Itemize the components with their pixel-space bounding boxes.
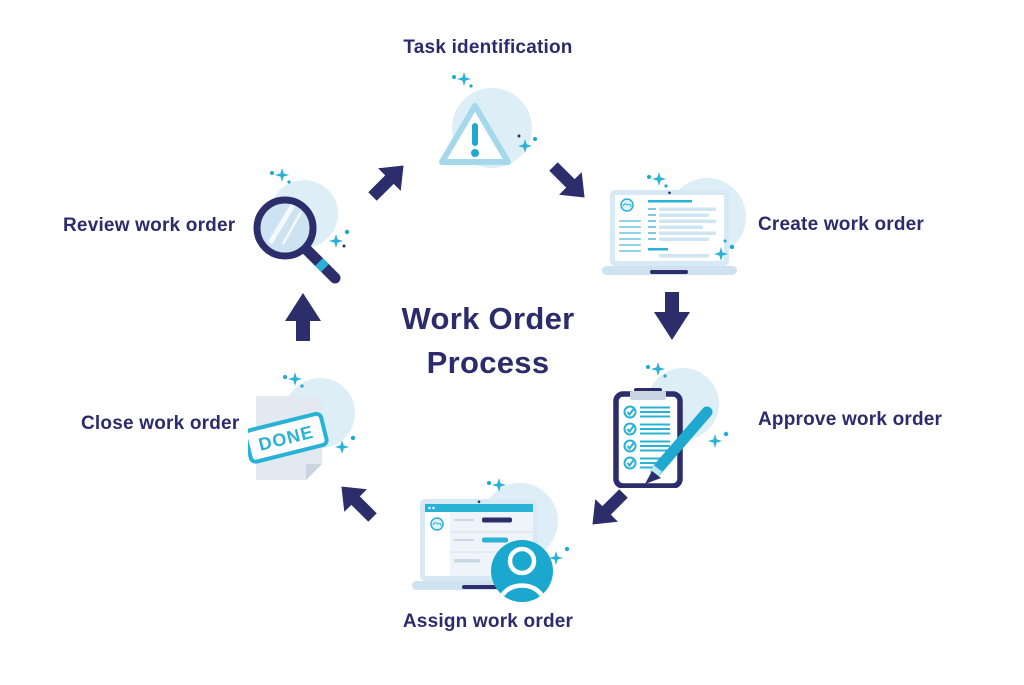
- laptop-form-icon: [602, 190, 737, 275]
- laptop-user-icon: [412, 499, 553, 602]
- arrow-close-to-review-icon: [285, 293, 321, 341]
- create-work-order-icon-group: [600, 172, 746, 282]
- arrow-create-to-approve-icon: [654, 292, 690, 340]
- sparkle-icon: [270, 168, 291, 184]
- step-label-close-work-order: Close work order: [81, 413, 240, 434]
- review-work-order-icon-group: [246, 168, 366, 290]
- arrow-approve-to-assign-icon: [586, 489, 630, 526]
- task-identification-icon-group: [435, 72, 545, 173]
- approve-work-order-icon-group: [612, 362, 734, 490]
- clipboard-checklist-icon: [613, 388, 713, 488]
- arrow-sw-icon: [592, 489, 628, 525]
- arrow-se-icon: [549, 162, 585, 198]
- sparkle-icon: [708, 431, 729, 448]
- step-label-task-identification: Task identification: [403, 37, 573, 58]
- close-work-order-icon-group: DONE: [246, 370, 380, 490]
- sparkle-icon: [487, 478, 506, 492]
- arrow-task-to-create-icon: [547, 162, 591, 199]
- arrow-assign-to-close-icon: [335, 485, 379, 522]
- sparkle-icon: [647, 172, 668, 188]
- sparkle-icon: [283, 372, 304, 388]
- sparkle-icon: [329, 229, 350, 248]
- magnifier-icon: [253, 196, 341, 284]
- diagram-title-line-2: Process: [426, 345, 550, 380]
- sparkle-icon: [452, 72, 473, 88]
- sparkle-icon: [714, 239, 735, 261]
- arrow-ne-icon: [368, 165, 404, 201]
- sparkle-icon: [517, 134, 537, 153]
- arrow-nw-icon: [341, 486, 377, 522]
- assign-work-order-icon-group: [405, 478, 570, 606]
- arrow-up-icon: [285, 293, 321, 341]
- sparkle-icon: [549, 546, 570, 565]
- diagram-title-line-1: Work Order: [401, 301, 575, 336]
- diagram-title: Work Order Process: [363, 297, 613, 385]
- warning-triangle-icon: [439, 103, 511, 165]
- step-label-assign-work-order: Assign work order: [402, 611, 574, 632]
- step-label-create-work-order: Create work order: [758, 214, 925, 235]
- step-label-review-work-order: Review work order: [63, 215, 236, 236]
- arrow-review-to-task-icon: [366, 164, 410, 201]
- done-stamp-document-icon: DONE: [248, 396, 329, 480]
- sparkle-icon: [335, 435, 356, 454]
- arrow-down-icon: [654, 292, 690, 340]
- sparkle-icon: [646, 362, 667, 378]
- step-label-approve-work-order: Approve work order: [758, 409, 943, 430]
